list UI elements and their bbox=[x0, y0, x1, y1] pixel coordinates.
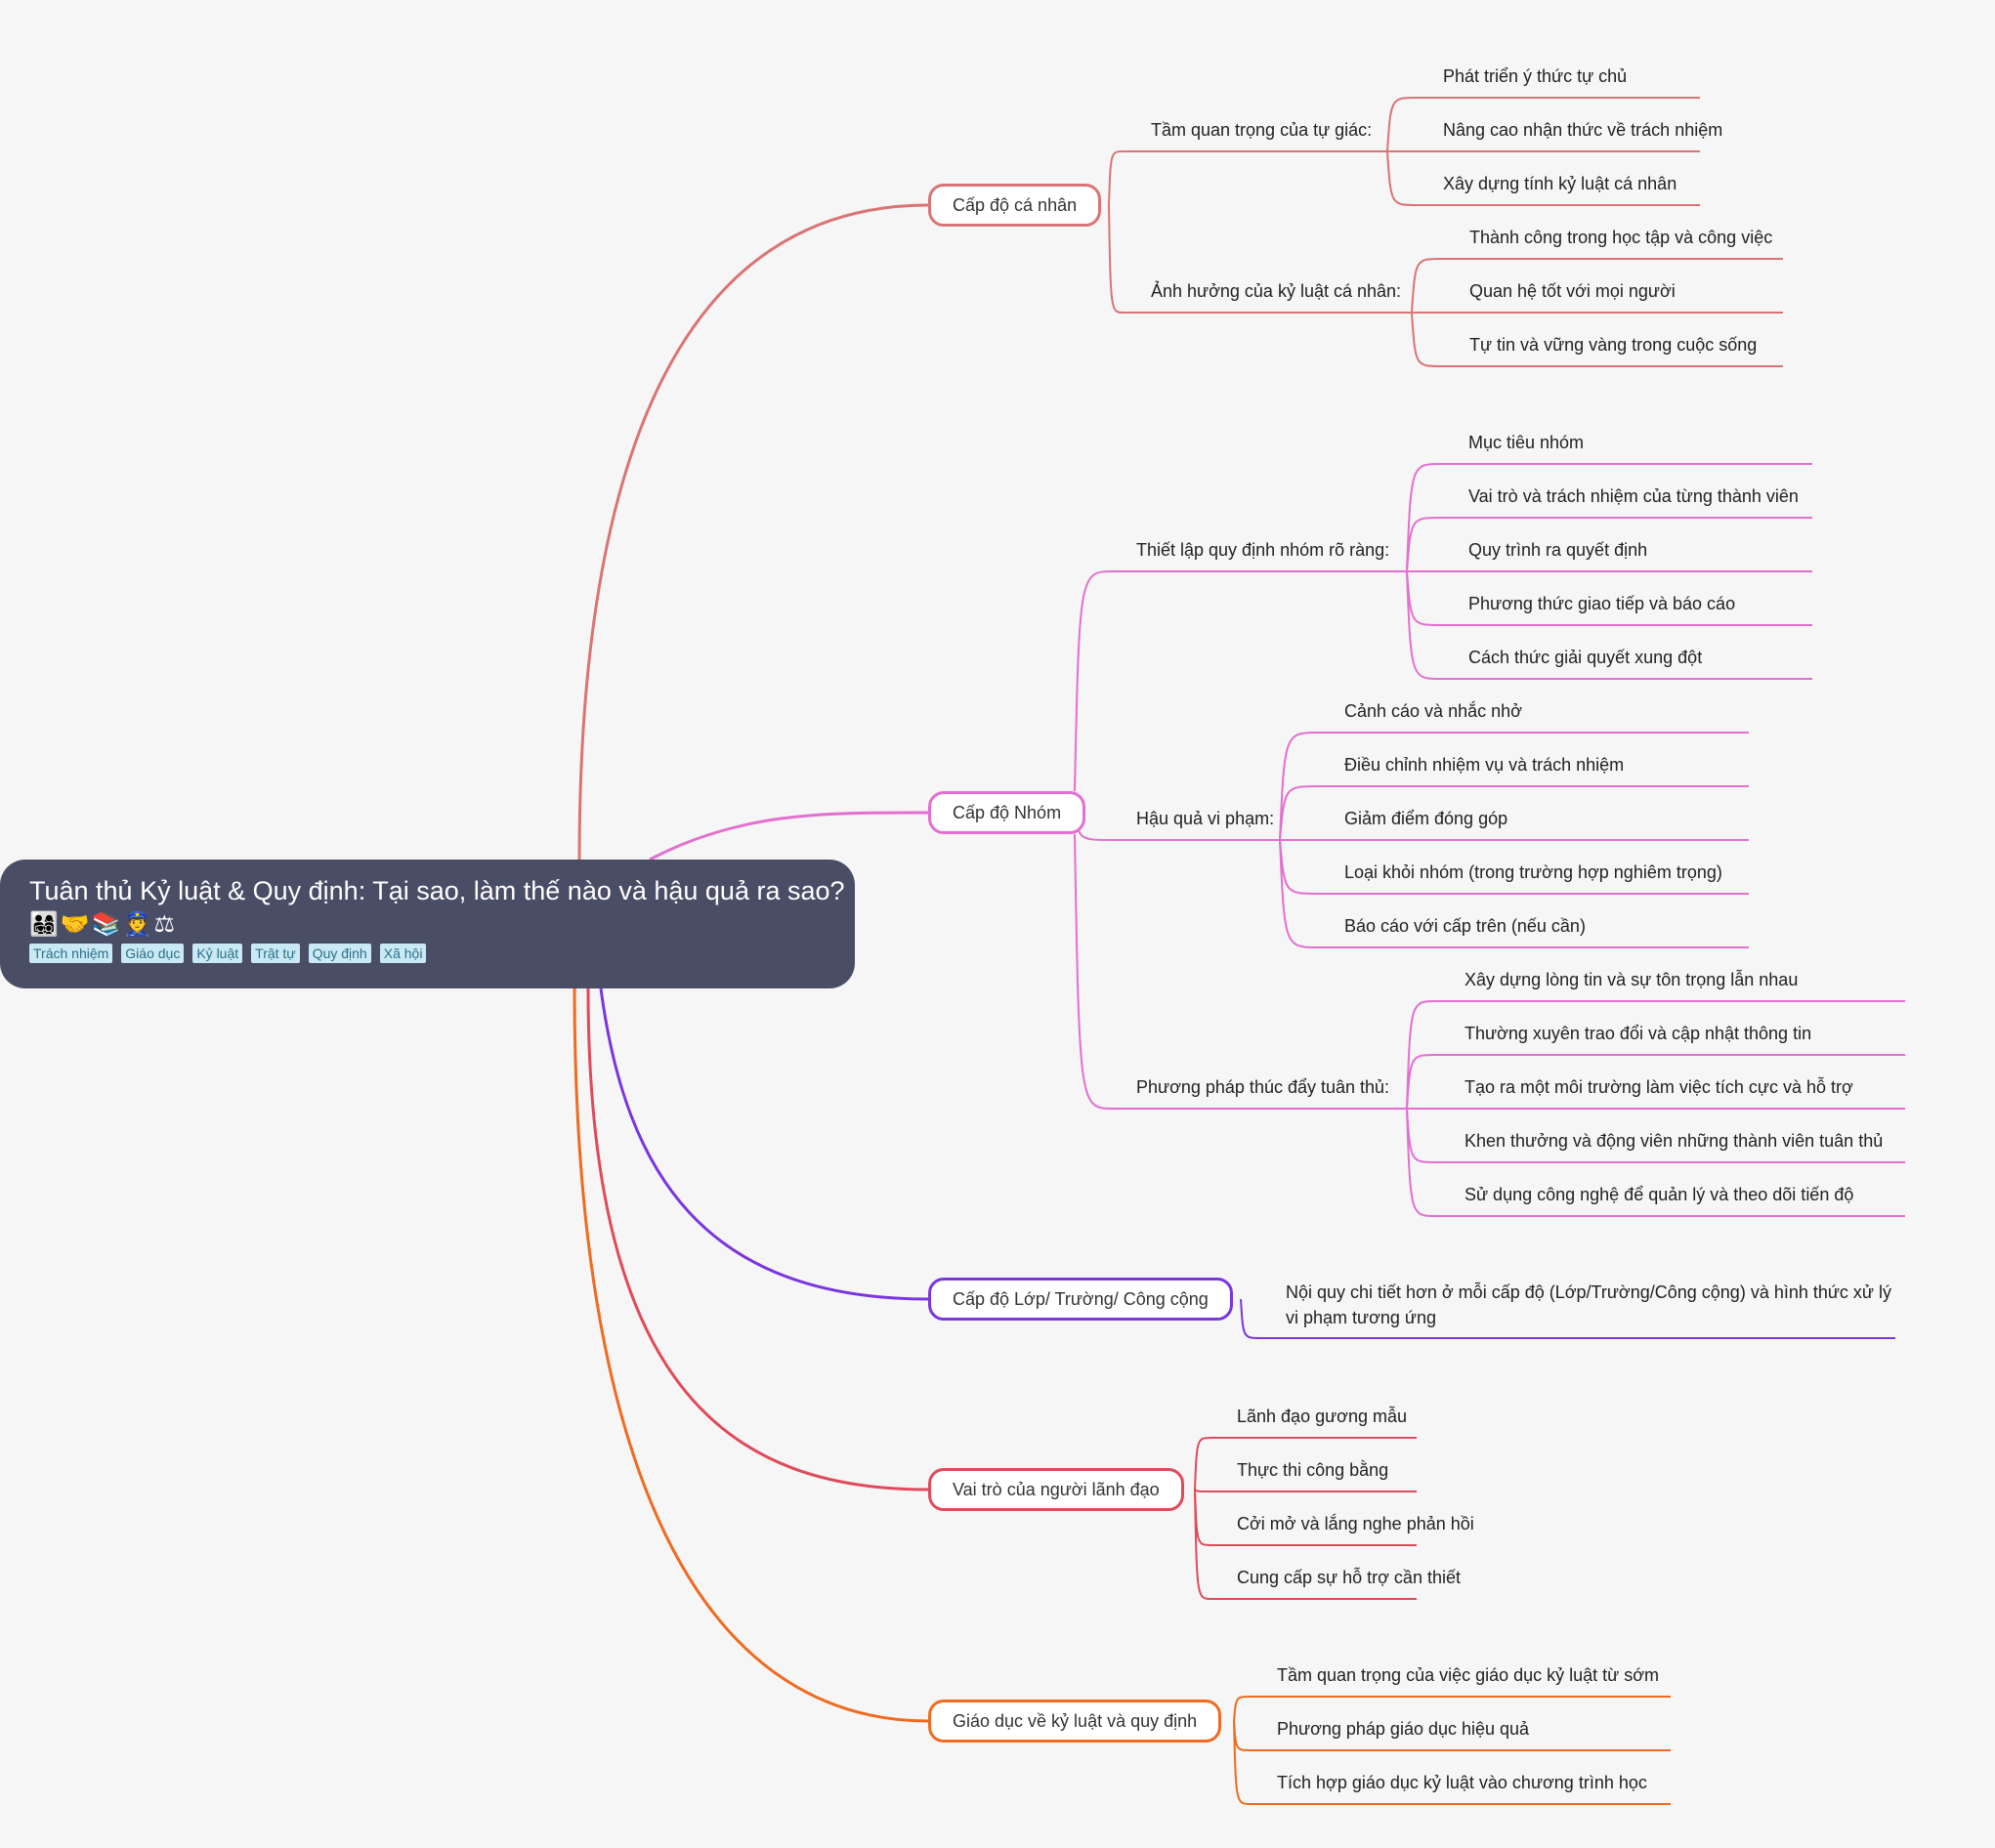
leaf-item[interactable]: Nội quy chi tiết hơn ở mỗi cấp độ (Lớp/T… bbox=[1286, 1282, 1891, 1327]
branch-lanh-dao[interactable]: Vai trò của người lãnh đạo bbox=[928, 1468, 1184, 1511]
connector-leaf bbox=[1406, 1108, 1437, 1217]
group-label[interactable]: Thiết lập quy định nhóm rõ ràng: bbox=[1136, 540, 1390, 560]
leaf-item[interactable]: Nâng cao nhận thức về trách nhiệm bbox=[1443, 120, 1723, 140]
branch-giao-duc[interactable]: Giáo dục về kỷ luật và quy định bbox=[928, 1700, 1222, 1743]
connector-leaf bbox=[1279, 785, 1320, 841]
root-emoji-icons: 👨‍👩‍👧‍👦🤝📚👮⚖ bbox=[29, 911, 178, 938]
connector-leaf bbox=[1406, 570, 1442, 626]
leaf-item[interactable]: Vai trò và trách nhiệm của từng thành vi… bbox=[1468, 486, 1799, 506]
leaf-item[interactable]: Cảnh cáo và nhắc nhở bbox=[1344, 701, 1522, 721]
group-label[interactable]: Phương pháp thúc đẩy tuân thủ: bbox=[1136, 1077, 1390, 1097]
branch-ca-nhan[interactable]: Cấp độ cá nhân bbox=[928, 184, 1102, 227]
connector-leaf bbox=[1233, 1720, 1252, 1751]
connector-leaf bbox=[1411, 258, 1442, 314]
connector-leaf bbox=[1194, 1437, 1212, 1491]
connector-leaf bbox=[1386, 97, 1418, 152]
leaf-item[interactable]: Tích hợp giáo dục kỷ luật vào chương trì… bbox=[1277, 1773, 1647, 1792]
tag[interactable]: Xã hội bbox=[379, 944, 427, 963]
leaf-item[interactable]: Khen thưởng và động viên những thành viê… bbox=[1464, 1131, 1884, 1151]
leaf-item[interactable]: Sử dụng công nghệ để quản lý và theo dõi… bbox=[1464, 1185, 1854, 1204]
branch-lop-truong[interactable]: Cấp độ Lớp/ Trường/ Công cộng bbox=[928, 1278, 1233, 1321]
connector-leaf bbox=[1386, 150, 1418, 206]
connector-leaf bbox=[1194, 1489, 1212, 1546]
leaf-item[interactable]: Xây dựng lòng tin và sự tôn trọng lẫn nh… bbox=[1464, 970, 1799, 989]
leaf-item[interactable]: Cởi mở và lắng nghe phản hồi bbox=[1237, 1514, 1474, 1533]
connector-root-giao-duc bbox=[573, 987, 929, 1723]
leaf-item[interactable]: Giảm điểm đóng góp bbox=[1344, 809, 1508, 828]
tag[interactable]: Kỷ luật bbox=[192, 944, 243, 963]
connector-leaf bbox=[1406, 463, 1442, 572]
connector-leaf bbox=[1233, 1720, 1252, 1805]
tag[interactable]: Quy định bbox=[308, 944, 371, 963]
leaf-item[interactable]: Tạo ra một môi trường làm việc tích cực … bbox=[1464, 1077, 1853, 1097]
leaf-item[interactable]: Xây dựng tính kỷ luật cá nhân bbox=[1443, 174, 1677, 193]
group-label[interactable]: Hậu quả vi phạm: bbox=[1136, 809, 1275, 828]
connector-group bbox=[1108, 150, 1125, 206]
tag[interactable]: Trách nhiệm bbox=[29, 944, 113, 963]
connector-leaf bbox=[1279, 839, 1320, 895]
leaf-item[interactable]: Thành công trong học tập và công việc bbox=[1469, 228, 1773, 247]
branch-nhom[interactable]: Cấp độ Nhóm bbox=[928, 791, 1086, 834]
leaf-item[interactable]: Điều chỉnh nhiệm vụ và trách nhiệm bbox=[1344, 755, 1625, 775]
tag[interactable]: Giáo dục bbox=[121, 944, 185, 963]
leaf-item[interactable]: Cung cấp sự hỗ trợ cần thiết bbox=[1237, 1568, 1461, 1587]
connector-root-ca-nhan bbox=[577, 203, 929, 861]
group-label[interactable]: Tầm quan trọng của tự giác: bbox=[1151, 120, 1373, 140]
connector-leaf bbox=[1406, 1000, 1437, 1110]
connector-root-nhom bbox=[649, 811, 929, 861]
connector-leaf bbox=[1240, 1298, 1261, 1339]
connector-leaf bbox=[1279, 732, 1320, 841]
leaf-item[interactable]: Phương pháp giáo dục hiệu quả bbox=[1277, 1719, 1530, 1739]
connector-leaf bbox=[1406, 570, 1442, 680]
connector-leaf bbox=[1194, 1489, 1212, 1492]
connector-root-lop bbox=[599, 987, 929, 1301]
connector-leaf bbox=[1194, 1489, 1212, 1600]
tag[interactable]: Trật tự bbox=[251, 944, 300, 963]
leaf-item[interactable]: Thường xuyên trao đổi và cập nhật thông … bbox=[1464, 1024, 1812, 1043]
root-topic[interactable]: Tuân thủ Kỷ luật & Quy định: Tại sao, là… bbox=[0, 860, 855, 988]
leaf-item[interactable]: Loại khỏi nhóm (trong trường hợp nghiêm … bbox=[1344, 862, 1722, 882]
connector-leaf bbox=[1411, 312, 1442, 367]
connector-group bbox=[1074, 833, 1115, 1110]
leaf-item[interactable]: Phát triển ý thức tự chủ bbox=[1443, 66, 1628, 86]
root-title: Tuân thủ Kỷ luật & Quy định: Tại sao, là… bbox=[29, 876, 845, 905]
leaf-item[interactable]: Phương thức giao tiếp và báo cáo bbox=[1468, 594, 1736, 613]
leaf-item[interactable]: Quy trình ra quyết định bbox=[1468, 540, 1648, 560]
connector-leaf bbox=[1406, 1054, 1437, 1110]
connector-leaf bbox=[1406, 1108, 1437, 1163]
connector-leaf bbox=[1279, 839, 1320, 948]
connector-group bbox=[1074, 570, 1115, 792]
leaf-item[interactable]: Cách thức giải quyết xung đột bbox=[1468, 648, 1703, 667]
connector-leaf bbox=[1233, 1696, 1252, 1722]
tag-list: Trách nhiệm Giáo dục Kỷ luật Trật tự Quy… bbox=[29, 944, 826, 963]
connector-leaf bbox=[1406, 517, 1442, 572]
leaf-item[interactable]: Lãnh đạo gương mẫu bbox=[1237, 1407, 1407, 1426]
leaf-item[interactable]: Tầm quan trọng của việc giáo dục kỷ luật… bbox=[1277, 1665, 1660, 1685]
leaf-item[interactable]: Báo cáo với cấp trên (nếu cần) bbox=[1344, 916, 1586, 936]
connector-root-lanh-dao bbox=[586, 987, 929, 1491]
leaf-item[interactable]: Quan hệ tốt với mọi người bbox=[1469, 281, 1676, 301]
connector-group bbox=[1108, 204, 1125, 314]
leaf-item[interactable]: Tự tin và vững vàng trong cuộc sống bbox=[1469, 335, 1758, 355]
group-label[interactable]: Ảnh hưởng của kỷ luật cá nhân: bbox=[1151, 281, 1402, 301]
leaf-item[interactable]: Mục tiêu nhóm bbox=[1468, 433, 1585, 452]
leaf-item[interactable]: Thực thi công bằng bbox=[1237, 1460, 1389, 1480]
